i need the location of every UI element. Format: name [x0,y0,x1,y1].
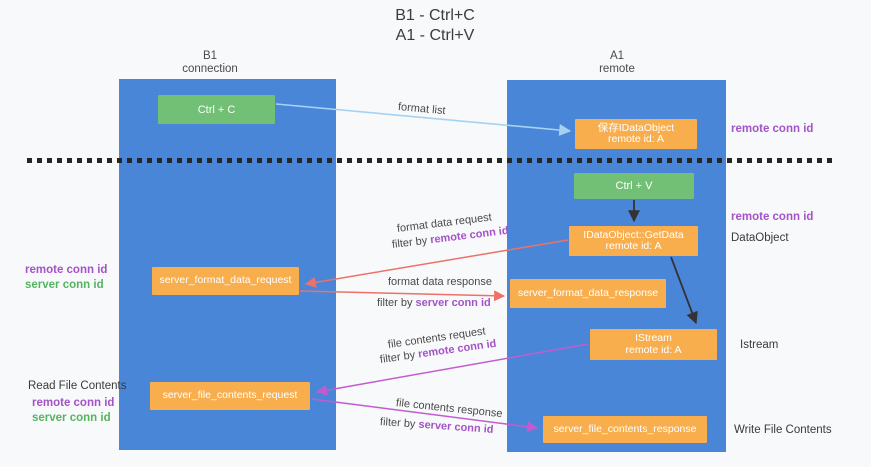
label-istream: Istream [740,339,779,351]
box-idataobject-getdata: IDataObject::GetData remote id: A [569,226,698,256]
diagram-title: B1 - Ctrl+C A1 - Ctrl+V [300,6,570,46]
title-line-1: B1 - Ctrl+C [395,7,475,24]
box-istream-line2: remote id: A [625,343,682,356]
lifeline-a1-role: remote [599,63,635,75]
box-istream-line1: IStream [635,332,672,344]
box-ctrl-c: Ctrl + C [158,95,275,124]
conn-id-stack-left-bottom: remote conn id server conn id [32,396,114,426]
box-getdata-line2: remote id: A [605,240,662,252]
phase-separator-dashed-line [27,158,832,163]
box-save-idataobject: 保存IDataObject remote id: A [575,119,697,149]
box-server-format-data-request: server_format_data_request [152,267,299,295]
box-save-idataobject-line2: remote id: A [607,133,665,145]
label-filter-by-server-1: filter by server conn id [377,297,491,309]
remote-conn-id-text: remote conn id [32,397,115,409]
box-ctrl-v-label: Ctrl + V [615,180,653,192]
label-dataobject: DataObject [731,232,789,244]
label-write-file-contents: Write File Contents [734,424,832,436]
filter-by-text: filter by [379,349,416,366]
conn-id-stack-left-mid: remote conn id server conn id [25,263,107,293]
label-remote-conn-id-top-right: remote conn id [731,123,814,135]
lifeline-header-b1: B1 connection [150,50,270,76]
lifeline-header-a1: A1 remote [557,50,677,76]
server-conn-id-text: server conn id [32,412,111,424]
server-conn-id-text: server conn id [418,418,494,436]
remote-conn-id-text: remote conn id [25,264,108,276]
box-server-file-contents-response: server_file_contents_response [543,416,707,443]
box-server-file-contents-request: server_file_contents_request [150,382,310,410]
label-format-list: format list [397,101,447,118]
label-remote-conn-id-mid-right: remote conn id [731,211,814,223]
box-ctrl-v: Ctrl + V [574,173,694,199]
box-server-format-data-request-label: server_format_data_request [159,274,292,287]
box-istream: IStream remote id: A [590,329,717,360]
label-format-data-response: format data response [388,276,492,288]
box-ctrl-c-label: Ctrl + C [197,103,236,116]
server-conn-id-text: server conn id [25,279,104,291]
filter-by-text: filter by [377,297,413,309]
lifeline-b1-role: connection [182,63,238,75]
server-conn-id-text: server conn id [415,297,491,309]
box-getdata-line1: IDataObject::GetData [583,228,684,241]
label-read-file-contents: Read File Contents [28,380,127,392]
box-server-file-contents-response-label: server_file_contents_response [553,422,697,435]
filter-by-text: filter by [391,234,428,251]
box-server-file-contents-request-label: server_file_contents_request [162,389,298,402]
box-server-format-data-response: server_format_data_response [510,279,666,308]
lifeline-b1-name: B1 [202,50,218,62]
lifeline-a1-name: A1 [609,50,625,62]
title-line-2: A1 - Ctrl+V [395,27,475,44]
label-file-contents-response: file contents response [395,397,504,421]
label-filter-by-server-2: filter by server conn id [380,416,494,436]
box-save-idataobject-line1: 保存IDataObject [597,121,675,134]
filter-by-text: filter by [379,416,416,431]
box-server-format-data-response-label: server_format_data_response [517,286,659,299]
